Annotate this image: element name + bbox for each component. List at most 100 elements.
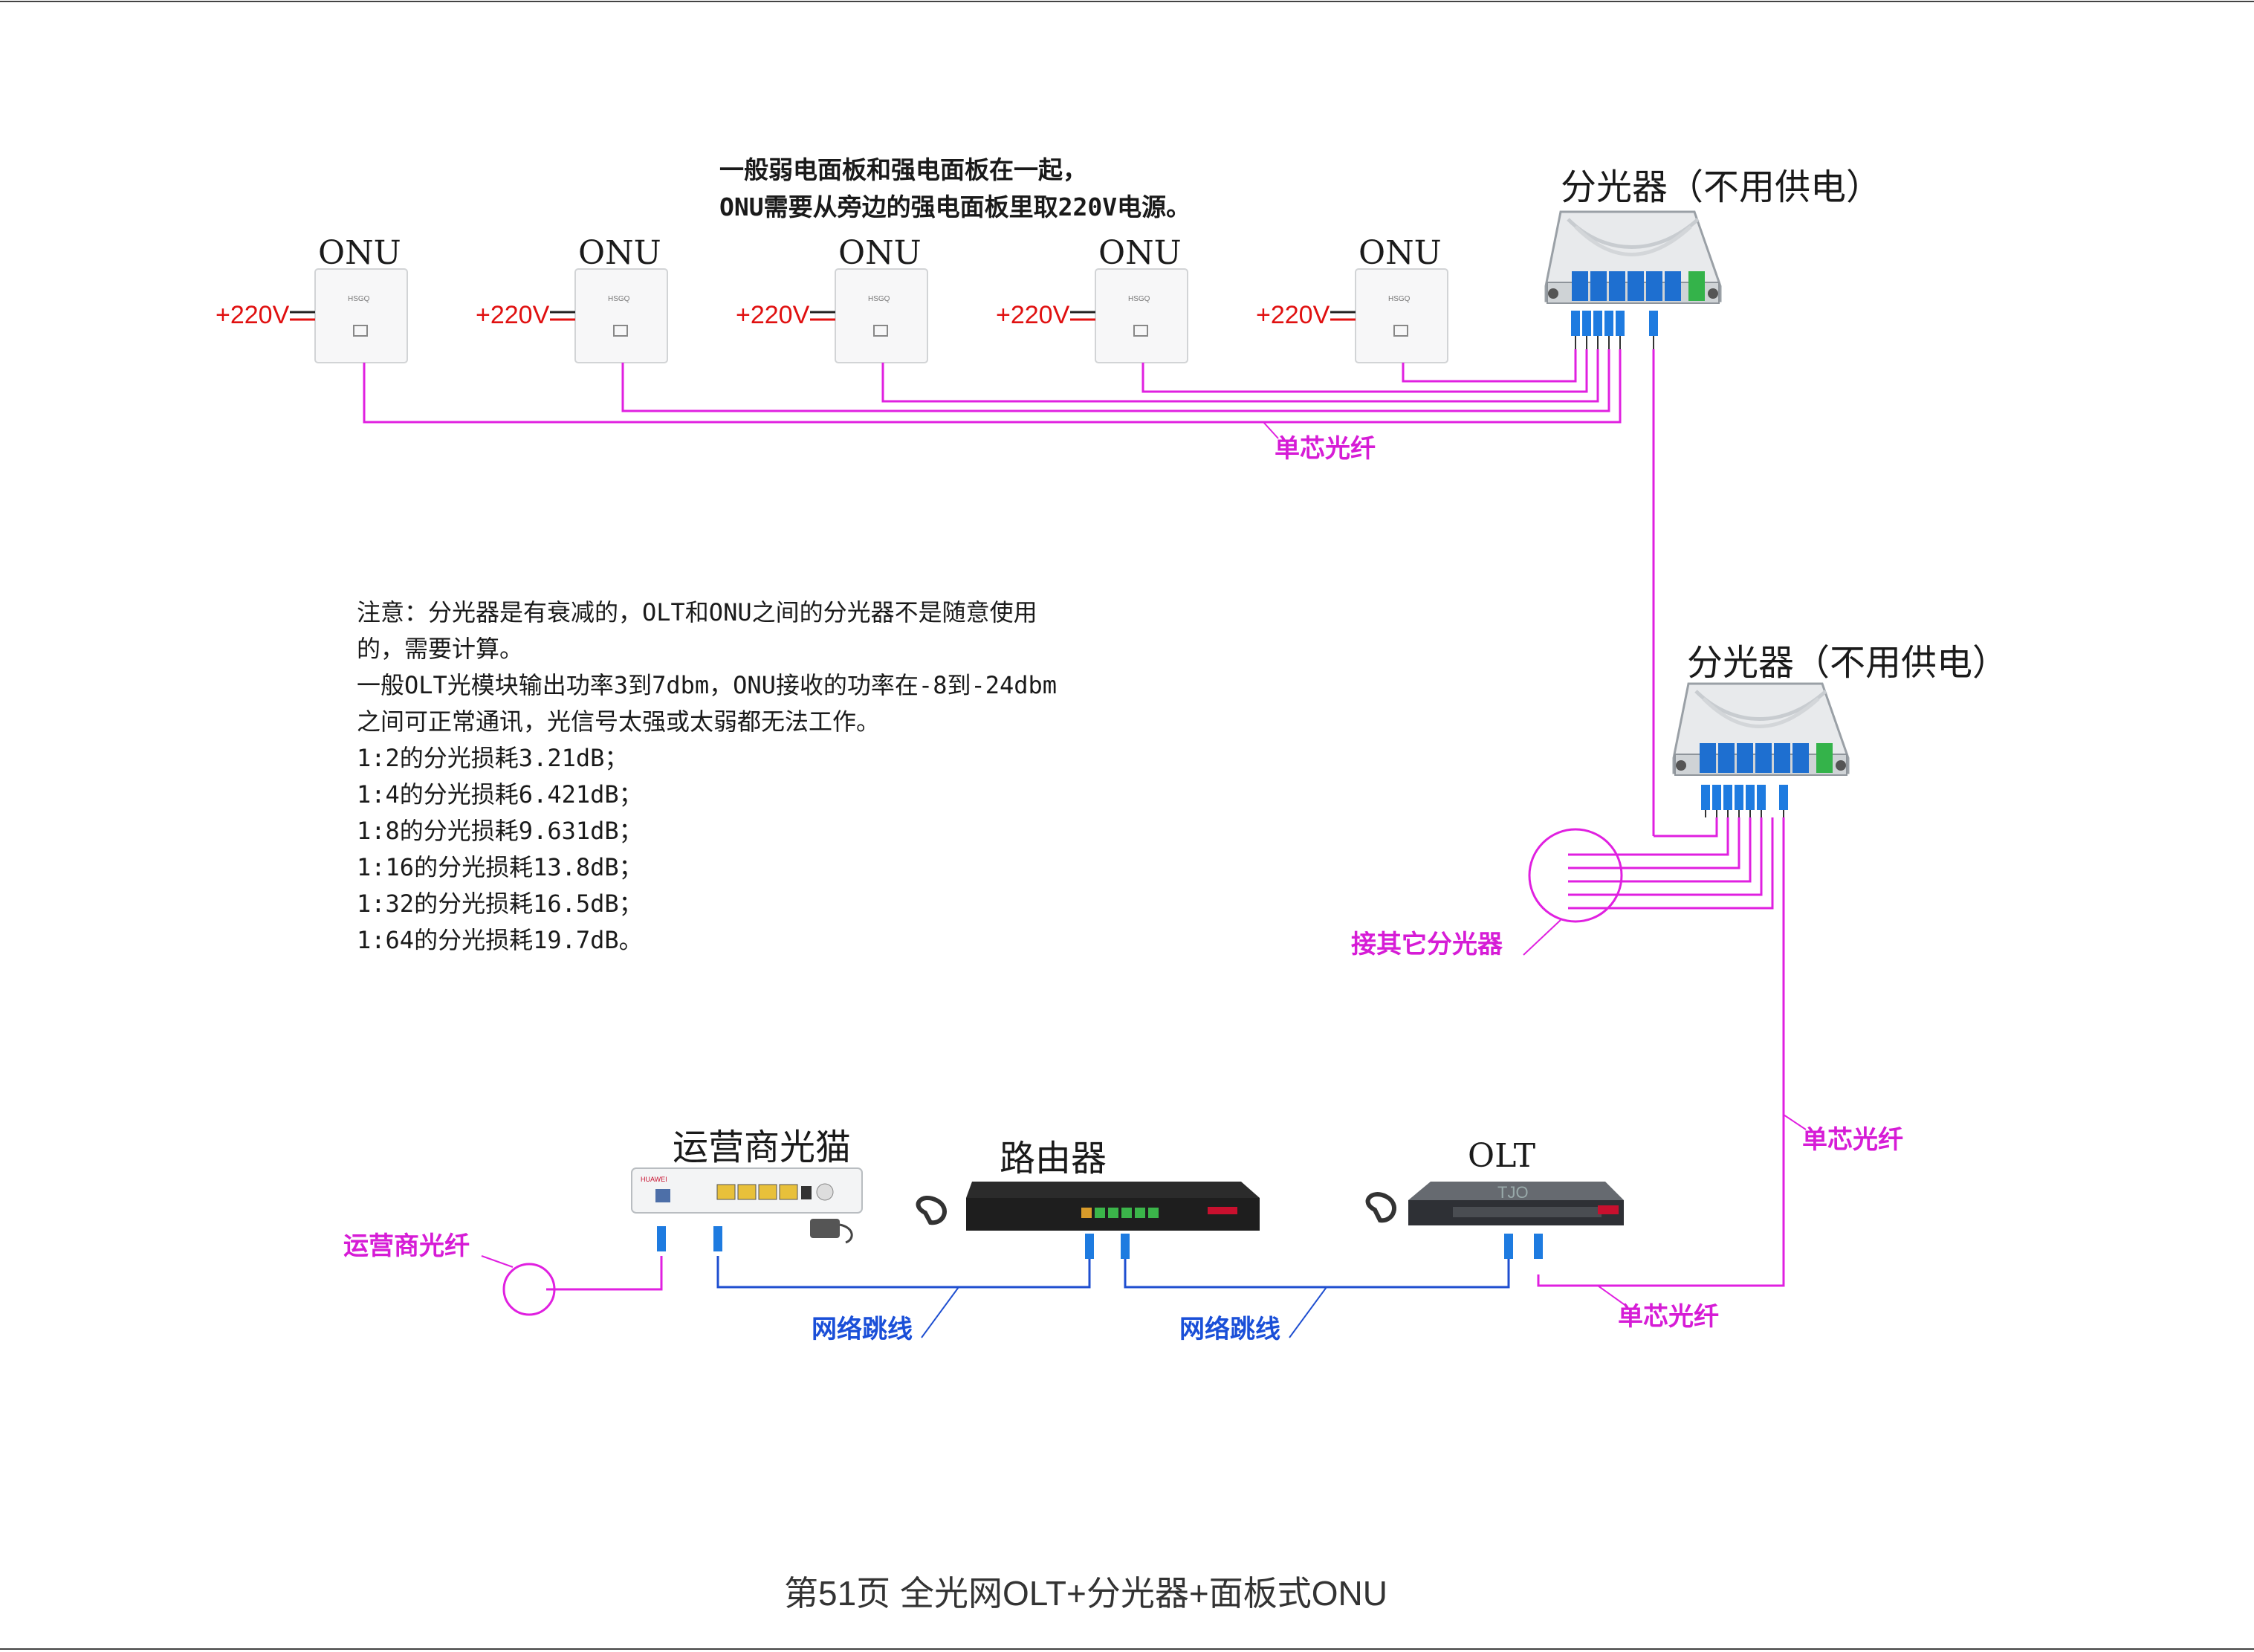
olt-icon: TJO bbox=[1365, 1182, 1624, 1225]
onu-label: ONU bbox=[1098, 234, 1182, 272]
olt-front-text: TJO bbox=[1497, 1183, 1529, 1202]
attention-note-line: 注意：分光器是有衰减的，OLT和ONU之间的分光器不是随意使用 bbox=[357, 598, 1037, 626]
fiber-mid-out-2 bbox=[1568, 817, 1729, 856]
fiber-onu-2 bbox=[621, 349, 1610, 412]
patch-label-2: 网络跳线 bbox=[1179, 1315, 1280, 1344]
onu-port-icon bbox=[1393, 325, 1408, 337]
carrier-fiber-circle bbox=[502, 1263, 556, 1316]
fiber-mid-out-3 bbox=[1568, 817, 1740, 869]
fiber-bottom-label: 单芯光纤 bbox=[1618, 1302, 1719, 1332]
patch-label-1: 网络跳线 bbox=[812, 1315, 913, 1344]
other-splitter-label: 接其它分光器 bbox=[1351, 930, 1503, 959]
onu-device: ONU HSGQ +220V bbox=[736, 234, 928, 363]
attention-note-line: 1:64的分光损耗19.7dB。 bbox=[357, 926, 643, 954]
onu-port-icon bbox=[873, 325, 888, 337]
onu-power-label: +220V bbox=[476, 301, 550, 329]
onu-panel bbox=[314, 268, 408, 363]
onu-label: ONU bbox=[838, 234, 922, 272]
onu-device: ONU HSGQ +220V bbox=[996, 234, 1188, 363]
fiber-lines bbox=[363, 349, 1785, 1291]
fiber-label-top: 单芯光纤 bbox=[1275, 434, 1376, 464]
router-wan-connector bbox=[1085, 1234, 1094, 1259]
onu-power-label: +220V bbox=[216, 301, 290, 329]
onu-panel bbox=[1355, 268, 1448, 363]
fiber-top-leader bbox=[1263, 421, 1279, 439]
onu-panel bbox=[835, 268, 928, 363]
top-splitter-connector-tails bbox=[1575, 336, 1654, 349]
ethernet-lines bbox=[716, 1256, 1510, 1289]
onu-brand: HSGQ bbox=[1388, 295, 1411, 303]
patch-router-olt bbox=[1124, 1259, 1510, 1289]
onu-port-icon bbox=[353, 325, 368, 337]
modem-fiber-connector bbox=[657, 1226, 666, 1251]
router-lan-connector bbox=[1121, 1234, 1130, 1259]
splitter-mid-icon bbox=[1672, 682, 1850, 776]
onu-panel bbox=[1095, 268, 1188, 363]
onu-label: ONU bbox=[578, 234, 661, 272]
page-footer: 第51页 全光网OLT+分光器+面板式ONU bbox=[784, 1574, 1387, 1613]
attention-note: 注意：分光器是有衰减的，OLT和ONU之间的分光器不是随意使用的，需要计算。一般… bbox=[357, 598, 1057, 954]
router-label: 路由器 bbox=[1000, 1138, 1107, 1179]
fiber-to-mid-splitter bbox=[1654, 817, 1718, 838]
onu-power-label: +220V bbox=[736, 301, 810, 329]
fiber-mid-to-olt bbox=[1537, 817, 1785, 1287]
patch-modem-router bbox=[716, 1256, 1091, 1289]
fiber-onu-3 bbox=[881, 349, 1599, 403]
onu-device: ONU HSGQ +220V bbox=[476, 234, 668, 363]
modem-brand: HUAWEI bbox=[641, 1176, 667, 1183]
carrier-fiber-label: 运营商光纤 bbox=[343, 1231, 470, 1261]
fiber-bottom-leader bbox=[1597, 1285, 1625, 1305]
onu-port-icon bbox=[613, 325, 628, 337]
attention-note-line: 的，需要计算。 bbox=[357, 635, 523, 663]
onu-device: ONU HSGQ +220V bbox=[216, 234, 408, 363]
onu-group: ONU HSGQ +220V ONU HSGQ +220V ONU HSGQ +220V ONU H… bbox=[216, 234, 1448, 363]
onu-label: ONU bbox=[318, 234, 401, 272]
onu-label: ONU bbox=[1358, 234, 1442, 272]
onu-power-label: +220V bbox=[996, 301, 1070, 329]
top-note-line-2: ONU需要从旁边的强电面板里取220V电源。 bbox=[719, 192, 1191, 221]
splitter-mid-label: 分光器（不用供电） bbox=[1687, 642, 2008, 684]
modem-label: 运营商光猫 bbox=[673, 1127, 851, 1168]
attention-note-line: 1:32的分光损耗16.5dB； bbox=[357, 890, 643, 918]
splitter-top-icon bbox=[1544, 210, 1722, 304]
fiber-right-leader bbox=[1783, 1114, 1807, 1130]
attention-note-line: 之间可正常通讯，光信号太强或太弱都无法工作。 bbox=[357, 707, 880, 736]
splitter-top-label: 分光器（不用供电） bbox=[1561, 166, 1882, 208]
attention-note-line: 1:2的分光损耗3.21dB； bbox=[357, 744, 628, 772]
onu-power-label: +220V bbox=[1256, 301, 1330, 329]
mid-splitter-connectors bbox=[1701, 785, 1788, 810]
fiber-right-label: 单芯光纤 bbox=[1802, 1125, 1903, 1155]
fiber-mid-out-6 bbox=[1568, 817, 1774, 910]
router-icon bbox=[916, 1182, 1260, 1231]
onu-brand: HSGQ bbox=[608, 295, 630, 303]
other-splitter-circle bbox=[1528, 828, 1623, 923]
olt-lan-connector bbox=[1504, 1234, 1513, 1259]
fiber-onu-1 bbox=[363, 349, 1622, 424]
attention-note-line: 1:4的分光损耗6.421dB； bbox=[357, 780, 643, 809]
olt-label: OLT bbox=[1468, 1137, 1535, 1175]
modem-icon: HUAWEI bbox=[631, 1167, 863, 1244]
olt-pon-connector bbox=[1534, 1234, 1543, 1259]
patch-leader-1 bbox=[921, 1286, 959, 1338]
attention-note-line: 一般OLT光模块输出功率3到7dbm，ONU接收的功率在-8到-24dbm bbox=[357, 671, 1057, 699]
mid-splitter-connector-tails bbox=[1705, 810, 1784, 817]
attention-note-line: 1:16的分光损耗13.8dB； bbox=[357, 853, 643, 881]
other-splitter-leader bbox=[1523, 919, 1561, 956]
top-note-line-1: 一般弱电面板和强电面板在一起， bbox=[719, 155, 1087, 184]
onu-brand: HSGQ bbox=[868, 295, 890, 303]
fiber-mid-out-5 bbox=[1568, 817, 1763, 896]
onu-brand: HSGQ bbox=[1128, 295, 1150, 303]
patch-leader-2 bbox=[1289, 1286, 1327, 1338]
top-splitter-connectors bbox=[1571, 311, 1658, 336]
fiber-onu-4 bbox=[1141, 349, 1588, 393]
onu-brand: HSGQ bbox=[348, 295, 370, 303]
fiber-carrier bbox=[546, 1256, 663, 1291]
fiber-mid-out-4 bbox=[1568, 817, 1752, 883]
fiber-onu-5 bbox=[1402, 349, 1577, 383]
onu-port-icon bbox=[1133, 325, 1148, 337]
attention-note-line: 1:8的分光损耗9.631dB； bbox=[357, 817, 643, 845]
carrier-fiber-leader bbox=[481, 1255, 514, 1268]
onu-device: ONU HSGQ +220V bbox=[1256, 234, 1448, 363]
modem-lan-connector bbox=[713, 1226, 722, 1251]
